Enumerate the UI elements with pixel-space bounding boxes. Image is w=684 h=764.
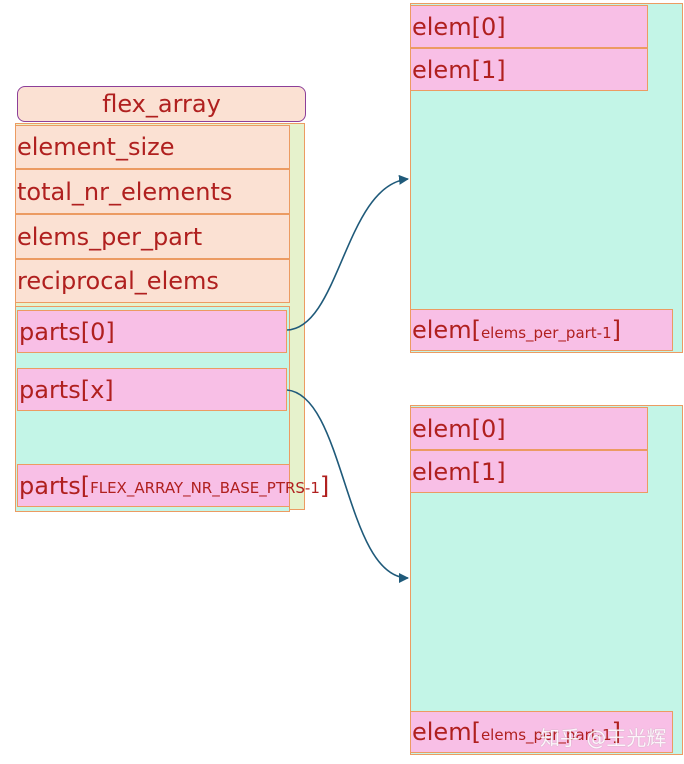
- field-element-size: element_size: [15, 125, 290, 169]
- part0-elem-1: elem[1]: [410, 48, 648, 91]
- arrow-parts0-to-block0: [286, 174, 409, 331]
- watermark: 知乎 @王光辉: [540, 726, 667, 750]
- parts-last-slot: parts[FLEX_ARRAY_NR_BASE_PTRS-1]: [17, 464, 329, 507]
- flex-array-title: flex_array: [17, 86, 306, 122]
- field-reciprocal-elems: reciprocal_elems: [15, 259, 290, 303]
- part1-elem-last: elem[elems_per_part-1]: [410, 711, 673, 753]
- field-elems-per-part: elems_per_part: [15, 214, 290, 259]
- field-total-nr-elements: total_nr_elements: [15, 169, 290, 214]
- arrow-partsx-to-block1: [286, 389, 409, 583]
- part1-elem-0: elem[0]: [410, 407, 648, 450]
- parts-0-slot: parts[0]: [17, 310, 287, 353]
- part0-elem-last: elem[elems_per_part-1]: [410, 309, 673, 351]
- parts-x-slot: parts[x]: [17, 368, 287, 411]
- part1-elem-1: elem[1]: [410, 450, 648, 493]
- part0-elem-0: elem[0]: [410, 5, 648, 48]
